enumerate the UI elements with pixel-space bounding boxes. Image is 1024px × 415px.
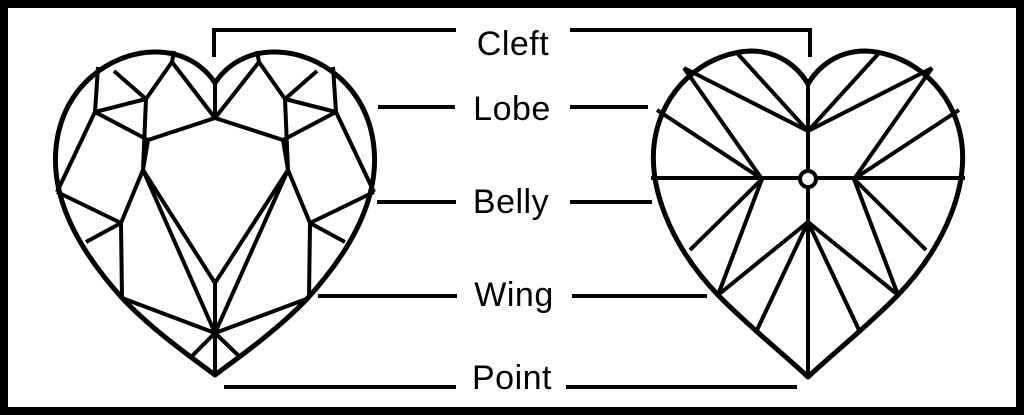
label-belly: Belly: [472, 183, 550, 221]
table-facet: [141, 116, 290, 285]
pavilion-view-heart: [650, 48, 966, 380]
culet-icon: [798, 169, 818, 189]
pointer-lines: [212, 28, 812, 389]
cleft-bracket-left: [212, 28, 456, 57]
label-wing: Wing: [474, 276, 554, 314]
label-cleft: Cleft: [476, 25, 550, 63]
pavilion-heart-outline: [650, 48, 966, 380]
cleft-bracket-right: [570, 28, 812, 57]
crown-heart-outline: [52, 49, 378, 378]
label-lobe: Lobe: [473, 90, 551, 128]
label-point: Point: [472, 359, 552, 397]
crown-view-heart: [52, 49, 378, 378]
pavilion-facet-lines: [651, 51, 965, 377]
crown-facet-lines: [55, 50, 376, 375]
